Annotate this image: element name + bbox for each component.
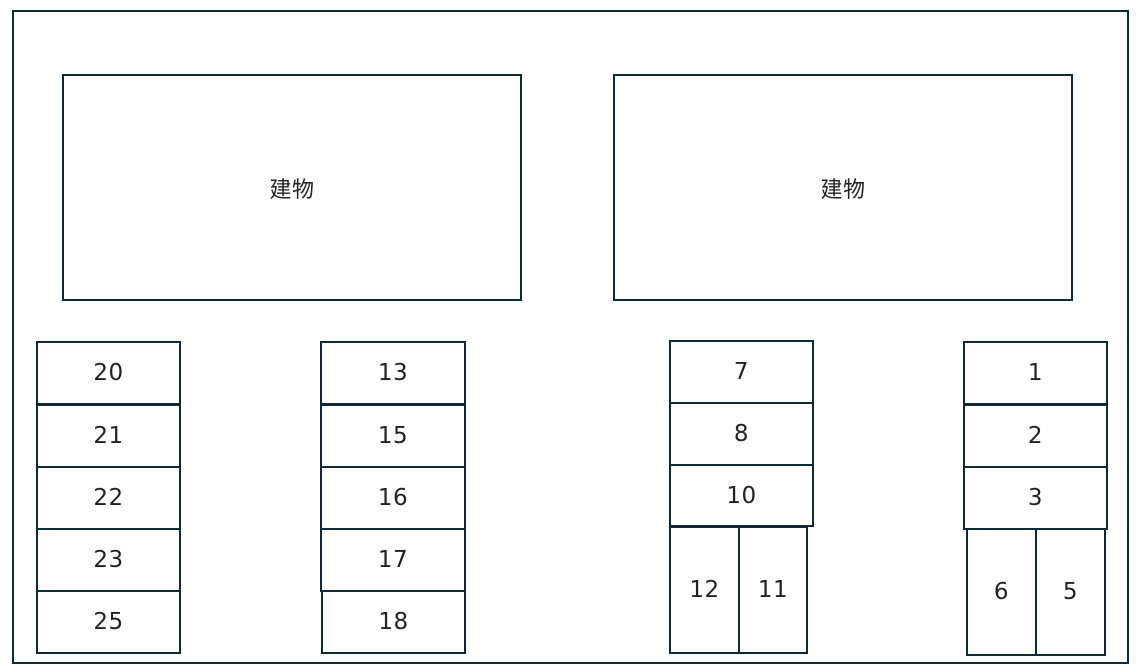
- space-number: 25: [93, 609, 124, 635]
- parking-space-23: 23: [36, 528, 181, 592]
- parking-space-11: 11: [738, 526, 808, 654]
- space-number: 23: [93, 547, 124, 573]
- space-number: 16: [377, 485, 409, 511]
- space-number: 17: [377, 547, 409, 573]
- space-number: 2: [1027, 423, 1044, 449]
- parking-space-8: 8: [669, 402, 814, 466]
- parking-space-22: 22: [36, 466, 181, 530]
- parking-space-25: 25: [36, 590, 181, 654]
- parking-space-20: 20: [36, 341, 181, 405]
- parking-space-13: 13: [320, 341, 466, 405]
- space-number: 3: [1027, 485, 1044, 511]
- parking-space-15: 15: [320, 404, 466, 468]
- parking-space-21: 21: [36, 404, 181, 468]
- parking-space-3: 3: [963, 466, 1108, 530]
- parking-space-5: 5: [1035, 528, 1106, 656]
- space-number: 5: [1062, 579, 1079, 605]
- space-number: 21: [93, 423, 124, 449]
- space-number: 8: [733, 421, 750, 447]
- space-number: 18: [378, 609, 409, 635]
- building-right: 建物: [613, 74, 1073, 301]
- space-number: 6: [993, 579, 1010, 605]
- space-number: 20: [93, 360, 124, 386]
- parking-space-16: 16: [320, 466, 466, 530]
- building-left: 建物: [62, 74, 522, 301]
- parking-space-6: 6: [966, 528, 1037, 656]
- parking-space-1: 1: [963, 341, 1108, 405]
- space-number: 12: [689, 577, 720, 603]
- space-number: 22: [93, 485, 124, 511]
- space-number: 13: [377, 360, 409, 386]
- building-label: 建物: [269, 177, 315, 203]
- space-number: 1: [1027, 360, 1044, 386]
- parking-space-17: 17: [320, 528, 466, 592]
- space-number: 11: [757, 577, 789, 603]
- parking-space-12: 12: [669, 526, 740, 654]
- parking-space-18: 18: [321, 590, 466, 654]
- space-number: 15: [377, 423, 409, 449]
- building-label: 建物: [820, 177, 866, 203]
- parking-space-2: 2: [963, 404, 1108, 468]
- parking-space-7: 7: [669, 340, 814, 404]
- parking-space-10: 10: [669, 464, 814, 527]
- space-number: 10: [726, 482, 757, 509]
- space-number: 7: [733, 359, 750, 385]
